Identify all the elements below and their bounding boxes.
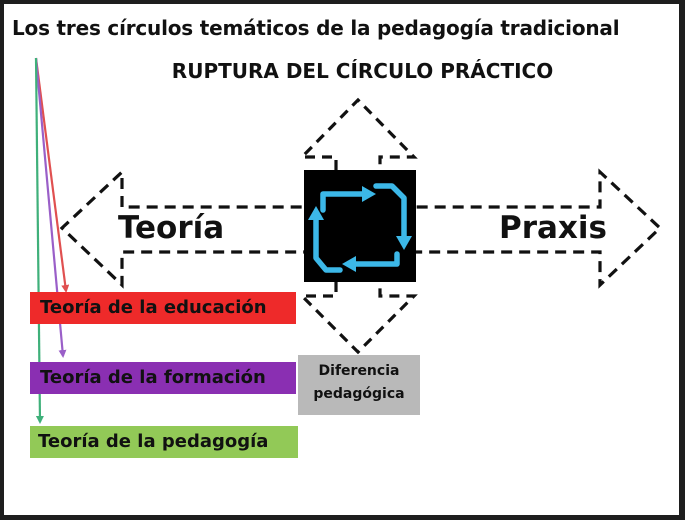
down-arrow	[298, 282, 418, 355]
cycle-arrows-icon	[313, 183, 407, 273]
cycle-arrowheads	[308, 186, 412, 272]
slide-title: Los tres círculos temáticos de la pedago…	[12, 16, 620, 40]
up-arrow	[298, 97, 418, 170]
teoria-pedagogia-bar: Teoría de la pedagogía	[30, 426, 298, 458]
teoria-formacion-bar: Teoría de la formación	[30, 362, 296, 394]
theory-praxis-arrow	[59, 168, 663, 289]
teoria-educacion-bar: Teoría de la educación	[30, 292, 296, 324]
diferencia-pedagogica-label: Diferencia pedagógica	[313, 363, 405, 402]
praxis-label: Praxis	[499, 210, 608, 246]
slide-subtitle: RUPTURA DEL CÍRCULO PRÁCTICO	[171, 59, 554, 83]
diferencia-pedagogica-box	[298, 355, 420, 415]
connector-red	[34, 57, 70, 293]
teoria-label: Teoría	[118, 210, 225, 246]
connector-green	[34, 57, 44, 424]
